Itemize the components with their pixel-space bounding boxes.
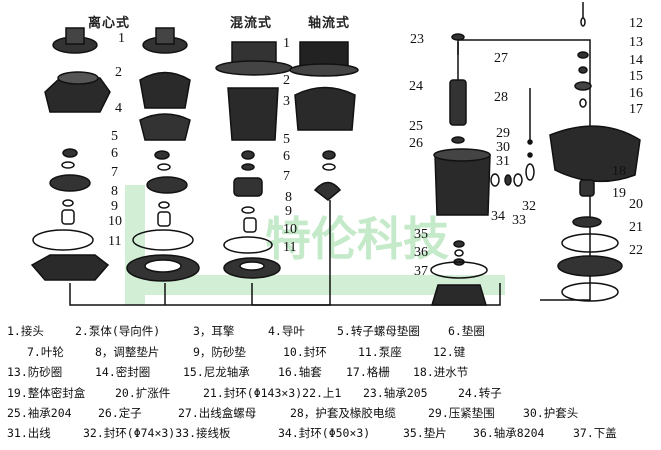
callout-m8: 8: [285, 190, 292, 205]
callout-10: 10: [108, 214, 122, 229]
callout-11: 11: [108, 234, 121, 249]
callout-7: 7: [111, 165, 118, 180]
callout-21: 21: [629, 220, 643, 235]
centrifugal-parts: [30, 27, 501, 306]
callout-12: 12: [629, 16, 643, 31]
watermark-logo: 特伦科技: [125, 185, 505, 305]
callout-m11: 11: [283, 240, 296, 255]
legend-item: 7.叶轮: [27, 345, 64, 359]
callout-14: 14: [629, 53, 643, 68]
legend-item: 20.扩涨件: [115, 386, 171, 400]
callout-m1: 1: [283, 36, 290, 51]
callout-m9: 9: [285, 204, 292, 219]
motor-parts: [430, 2, 641, 306]
callout-28: 28: [494, 90, 508, 105]
callout-9: 9: [111, 199, 118, 214]
legend-item: 30.护套头: [523, 406, 579, 420]
callout-29: 29: [496, 126, 510, 141]
callout-m5: 5: [283, 132, 290, 147]
legend-item: 3，耳擎: [193, 324, 235, 338]
callout-36: 36: [414, 245, 428, 260]
legend-item: 15.尼龙轴承: [183, 365, 250, 379]
legend-item: 5.转子螺母垫圈: [337, 324, 420, 338]
callout-13: 13: [629, 35, 643, 50]
legend-item: 11.泵座: [358, 345, 402, 359]
callout-22: 22: [629, 243, 643, 258]
legend-item: 31.出线: [7, 426, 51, 440]
callout-m10: 10: [283, 222, 297, 237]
header-axial-flow: 轴流式: [308, 16, 351, 31]
callout-34: 34: [491, 209, 505, 224]
legend-item: 23.轴承205: [363, 386, 428, 400]
pump-exploded-diagram: 离心式 混流式 轴流式 特伦科技: [30, 2, 643, 306]
legend-item: 2.泵体(导向件): [75, 324, 161, 338]
legend-item: 21.封环(Φ143×3)22.上1: [203, 386, 342, 400]
legend-item: 32.封环(Φ74×3)33.接线板: [83, 426, 231, 440]
callout-m7: 7: [283, 169, 290, 184]
legend-item: 14.密封圈: [95, 365, 151, 379]
legend-item: 12.键: [433, 345, 466, 359]
legend-item: 27.出线盒螺母: [178, 406, 257, 420]
legend-item: 28，护套及椽胶电缆: [290, 406, 396, 420]
legend-item: 9，防砂垫: [193, 345, 246, 359]
legend-item: 10.封环: [283, 345, 327, 359]
legend-item: 25.袖承204: [7, 406, 72, 420]
callout-19: 19: [612, 186, 626, 201]
callout-35: 35: [414, 227, 428, 242]
callout-25: 25: [409, 119, 423, 134]
callout-30: 30: [496, 140, 510, 155]
legend-item: 16.轴套: [278, 365, 322, 379]
parts-legend: 1.接头 2.泵体(导向件) 3，耳擎 4.导叶 5.转子螺母垫圈 6.垫圈 7…: [0, 318, 661, 450]
callout-37: 37: [414, 264, 428, 279]
callout-17: 17: [629, 102, 643, 117]
callout-24: 24: [409, 79, 423, 94]
callout-4: 4: [115, 101, 122, 116]
legend-item: 35.垫片: [403, 426, 447, 440]
callout-m3: 3: [283, 94, 290, 109]
legend-item: 6.垫圈: [448, 324, 485, 338]
callout-20: 20: [629, 197, 643, 212]
legend-item: 13.防砂圈: [7, 365, 63, 379]
legend-item: 34.封环(Φ50×3): [278, 426, 371, 440]
legend-item: 19.整体密封盒: [7, 386, 86, 400]
legend-item: 18.进水节: [413, 365, 469, 379]
callout-5: 5: [111, 129, 118, 144]
header-centrifugal: 离心式: [88, 16, 131, 31]
callout-31: 31: [496, 154, 510, 169]
legend-item: 4.导叶: [268, 324, 305, 338]
watermark-text: 特伦科技: [265, 212, 449, 266]
callout-m6: 6: [283, 149, 290, 164]
callout-m2: 2: [283, 73, 290, 88]
legend-item: 29.压紧垫围: [428, 406, 495, 420]
callout-32: 32: [522, 199, 536, 214]
callout-27: 27: [494, 51, 508, 66]
callout-6: 6: [111, 146, 118, 161]
callout-labels: 1 2 4 5 6 7 8 9 10 11 1 2 3 5 6 7 8 9 10…: [108, 16, 643, 279]
legend-item: 17.格栅: [346, 365, 390, 379]
legend-item: 1.接头: [7, 324, 44, 338]
callout-15: 15: [629, 69, 643, 84]
callout-18: 18: [612, 164, 626, 179]
callout-1: 1: [118, 31, 125, 46]
callout-16: 16: [629, 86, 643, 101]
callout-2: 2: [115, 65, 122, 80]
header-mixed-flow: 混流式: [230, 16, 273, 31]
legend-item: 8，调整垫片: [95, 345, 160, 359]
legend-item: 26.定子: [98, 406, 142, 420]
callout-8: 8: [111, 184, 118, 199]
legend-item: 36.轴承8204: [473, 426, 545, 440]
mixed-axial-parts: [215, 41, 359, 306]
legend-item: 37.下盖: [573, 426, 617, 440]
callout-33: 33: [512, 213, 526, 228]
callout-26: 26: [409, 136, 423, 151]
callout-23: 23: [410, 32, 424, 47]
legend-item: 24.转子: [458, 386, 502, 400]
diagram-drawing: 特伦科技: [30, 2, 643, 306]
